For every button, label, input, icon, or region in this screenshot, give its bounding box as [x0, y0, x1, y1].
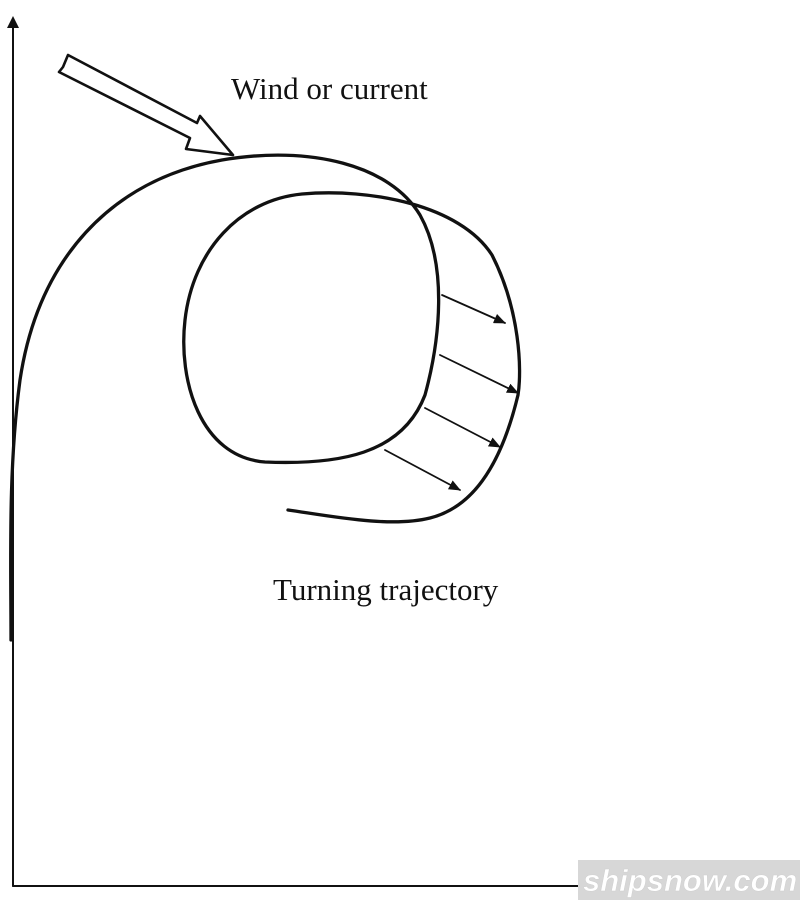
watermark-band: [578, 860, 800, 900]
turning-trajectory-curve: [9, 153, 522, 642]
watermark-text: shipsnow.com: [583, 863, 797, 898]
wind-arrow-icon: [57, 53, 235, 157]
drift-arrow-2: [439, 354, 519, 394]
turning-trajectory-label: Turning trajectory: [273, 572, 499, 607]
wind-or-current-label: Wind or current: [231, 71, 428, 106]
drift-arrow-3: [424, 407, 501, 448]
drift-arrow-1: [441, 294, 506, 324]
drift-arrow-4: [384, 449, 461, 491]
